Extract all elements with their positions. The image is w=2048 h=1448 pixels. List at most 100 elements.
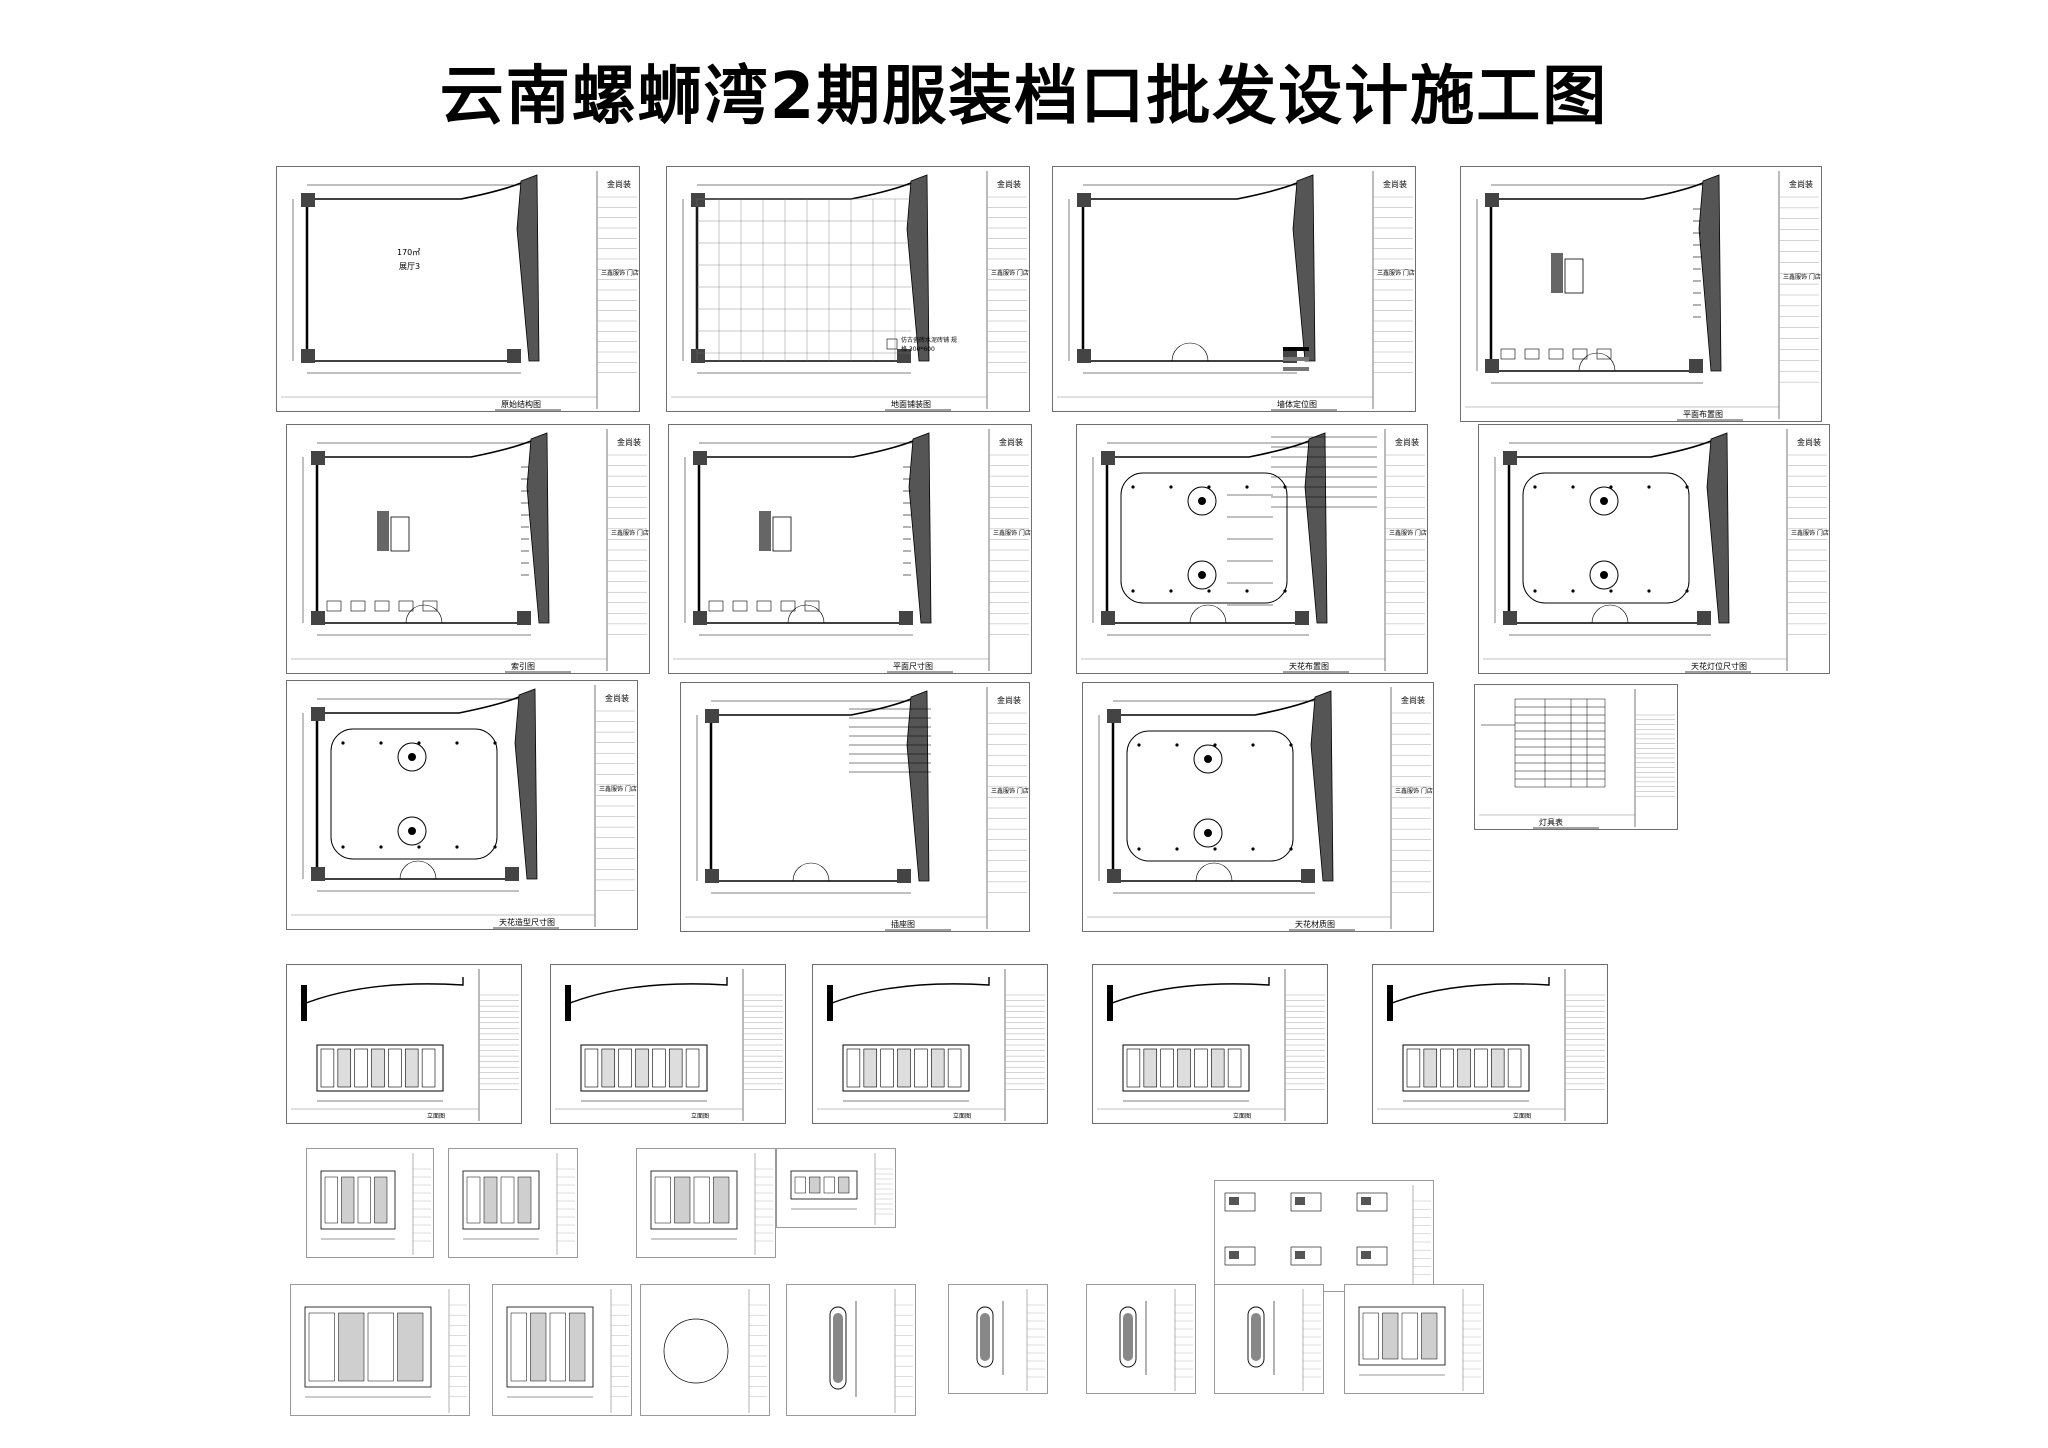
column — [693, 611, 707, 625]
detail-drawing — [790, 1153, 893, 1225]
title-block-company: 金尚装 — [997, 180, 1021, 189]
elevation-label: 立面图 — [953, 1113, 972, 1120]
column — [1101, 451, 1115, 465]
wall-type-legend — [1283, 357, 1309, 361]
door-swing — [787, 604, 807, 624]
cabinet-panel — [337, 1048, 352, 1088]
cabinet-panel — [668, 1048, 683, 1088]
furniture-panel — [357, 1176, 371, 1224]
ceiling-section — [1106, 977, 1270, 1006]
sheet-drawing — [817, 969, 1045, 1121]
column — [1295, 611, 1309, 625]
cabinet-panel — [1507, 1048, 1522, 1088]
title-block-project: 三鑫服饰 门店 — [601, 270, 639, 277]
cabinet-panel — [1457, 1048, 1471, 1088]
column — [693, 451, 707, 465]
detail-sheet — [306, 1148, 434, 1258]
mirror-glass — [1251, 1313, 1261, 1361]
detail-sheet — [1086, 1284, 1196, 1394]
elevation-sheet: 立面图 — [812, 964, 1048, 1124]
sheet-drawing — [320, 1153, 431, 1255]
section-wall — [301, 985, 307, 1021]
cabinet-panel — [1440, 1048, 1454, 1088]
sheet-label: 平面布置图 — [1683, 410, 1723, 419]
node-detail-fill — [1229, 1251, 1239, 1259]
cabinet-panel — [1227, 1048, 1242, 1088]
cabinet-panel — [1126, 1048, 1141, 1088]
fitting-cabinet — [1596, 348, 1612, 360]
sheet-drawing — [291, 685, 635, 929]
fitting-cabinet — [1500, 348, 1516, 360]
furniture-elevation — [506, 1306, 594, 1388]
door-swing — [1171, 342, 1191, 362]
furniture-elevation — [462, 1170, 540, 1230]
mirror-glass — [833, 1313, 843, 1383]
sheet-label: 索引图 — [511, 662, 535, 671]
floor-legend: 仿古瓷砖水泥砖铺 规格 300*600 — [901, 337, 957, 353]
elevation-drawing — [300, 977, 464, 1102]
door-swing — [399, 860, 419, 880]
downlight — [1137, 847, 1141, 851]
column — [505, 867, 519, 881]
ceiling-section — [564, 977, 728, 1006]
sheet-drawing — [1377, 969, 1605, 1121]
section-wall — [1107, 985, 1113, 1021]
cabinet-panel — [601, 1048, 616, 1088]
downlight — [1647, 485, 1651, 489]
downlight — [455, 741, 459, 745]
display-table — [772, 516, 792, 552]
ceiling-light — [408, 753, 416, 761]
ceiling-section — [826, 977, 990, 1006]
column — [1503, 451, 1517, 465]
cabinet-panel — [1490, 1048, 1505, 1088]
sheet-drawing — [1247, 1289, 1321, 1391]
detail-drawing — [1119, 1289, 1193, 1391]
downlight — [1283, 589, 1287, 593]
detail-sheet — [492, 1284, 632, 1416]
sheet-label: 天花材质图 — [1295, 920, 1335, 929]
sheet-drawing — [1081, 429, 1425, 673]
fitting-cabinet — [422, 600, 438, 612]
plan-sheet: 金尚装三鑫服饰 门店索引图 — [286, 424, 650, 674]
plan-sheet: 灯具表 — [1474, 684, 1678, 830]
ceiling-light — [1204, 755, 1212, 763]
column — [1077, 349, 1091, 363]
column — [301, 193, 315, 207]
floor-plan — [292, 174, 540, 374]
column — [897, 349, 911, 363]
cabinet-panel — [863, 1048, 878, 1088]
downlight — [1175, 847, 1179, 851]
sheet-label: 插座图 — [891, 920, 915, 929]
furniture-panel — [483, 1176, 498, 1224]
detail-drawing — [462, 1153, 575, 1255]
elevation-front — [580, 1044, 708, 1092]
title-block-project: 三鑫服饰 门店 — [1395, 788, 1433, 795]
cabinet-panel — [880, 1048, 894, 1088]
door-swing — [792, 862, 812, 882]
downlight — [341, 741, 345, 745]
ceiling-light-ring — [1187, 486, 1217, 516]
title-block-project: 三鑫服饰 门店 — [1791, 530, 1829, 537]
ceiling-light — [408, 827, 416, 835]
ceiling-outline — [1126, 730, 1294, 862]
furniture-panel — [308, 1312, 335, 1382]
cabinet-panel — [1210, 1048, 1225, 1088]
display-rack — [1551, 253, 1563, 293]
top-wall — [699, 440, 914, 458]
furniture-panel — [674, 1176, 691, 1224]
sheet-drawing — [663, 1289, 767, 1413]
mirror-glass — [980, 1313, 990, 1361]
furniture-panel — [1362, 1312, 1379, 1360]
right-wall-shading — [1698, 174, 1722, 372]
column — [705, 709, 719, 723]
cabinet-panel — [930, 1048, 945, 1088]
sheet-drawing — [650, 1153, 773, 1255]
room-name: 展厅3 — [399, 262, 421, 271]
ceiling-section — [300, 977, 464, 1006]
cabinet-panel — [388, 1048, 402, 1088]
ceiling-section — [1386, 977, 1550, 1006]
title-block-company: 金尚装 — [1401, 696, 1425, 705]
column — [1485, 193, 1499, 207]
elevation-label: 立面图 — [691, 1113, 710, 1120]
